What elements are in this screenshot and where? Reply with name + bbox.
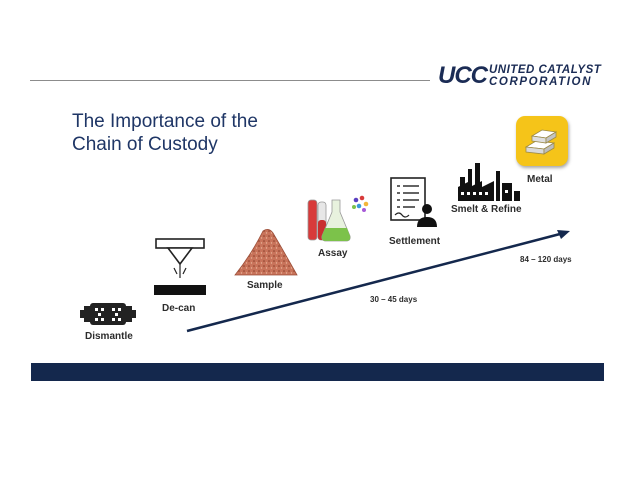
cutting-press-icon <box>154 238 206 295</box>
logo-name-line1: UNITED CATALYST <box>489 64 602 76</box>
company-logo: UCC UNITED CATALYST CORPORATION <box>438 62 602 93</box>
stage-label-assay: Assay <box>318 248 348 259</box>
lab-flasks-icon <box>307 195 369 242</box>
stage-label-decan: De-can <box>162 303 196 314</box>
logo-mark: UCC <box>438 62 488 89</box>
powder-pile-icon <box>234 229 298 276</box>
duration-label-first: 30 – 45 days <box>370 295 418 304</box>
document-checklist-icon <box>390 177 437 227</box>
catalytic-converter-icon <box>80 303 136 325</box>
slide-title: The Importance of the Chain of Custody <box>72 111 258 155</box>
footer-bar <box>31 363 604 381</box>
stage-label-smelt: Smelt & Refine <box>451 204 522 215</box>
header-divider <box>30 80 430 81</box>
stage-label-metal: Metal <box>527 174 553 185</box>
duration-label-second: 84 – 120 days <box>520 255 572 264</box>
gold-bars-icon <box>516 116 568 166</box>
logo-name-line2: CORPORATION <box>489 76 592 88</box>
stage-label-sample: Sample <box>247 280 283 291</box>
stage-label-settlement: Settlement <box>389 236 441 247</box>
stage-label-dismantle: Dismantle <box>85 331 133 342</box>
factory-icon <box>458 163 520 201</box>
